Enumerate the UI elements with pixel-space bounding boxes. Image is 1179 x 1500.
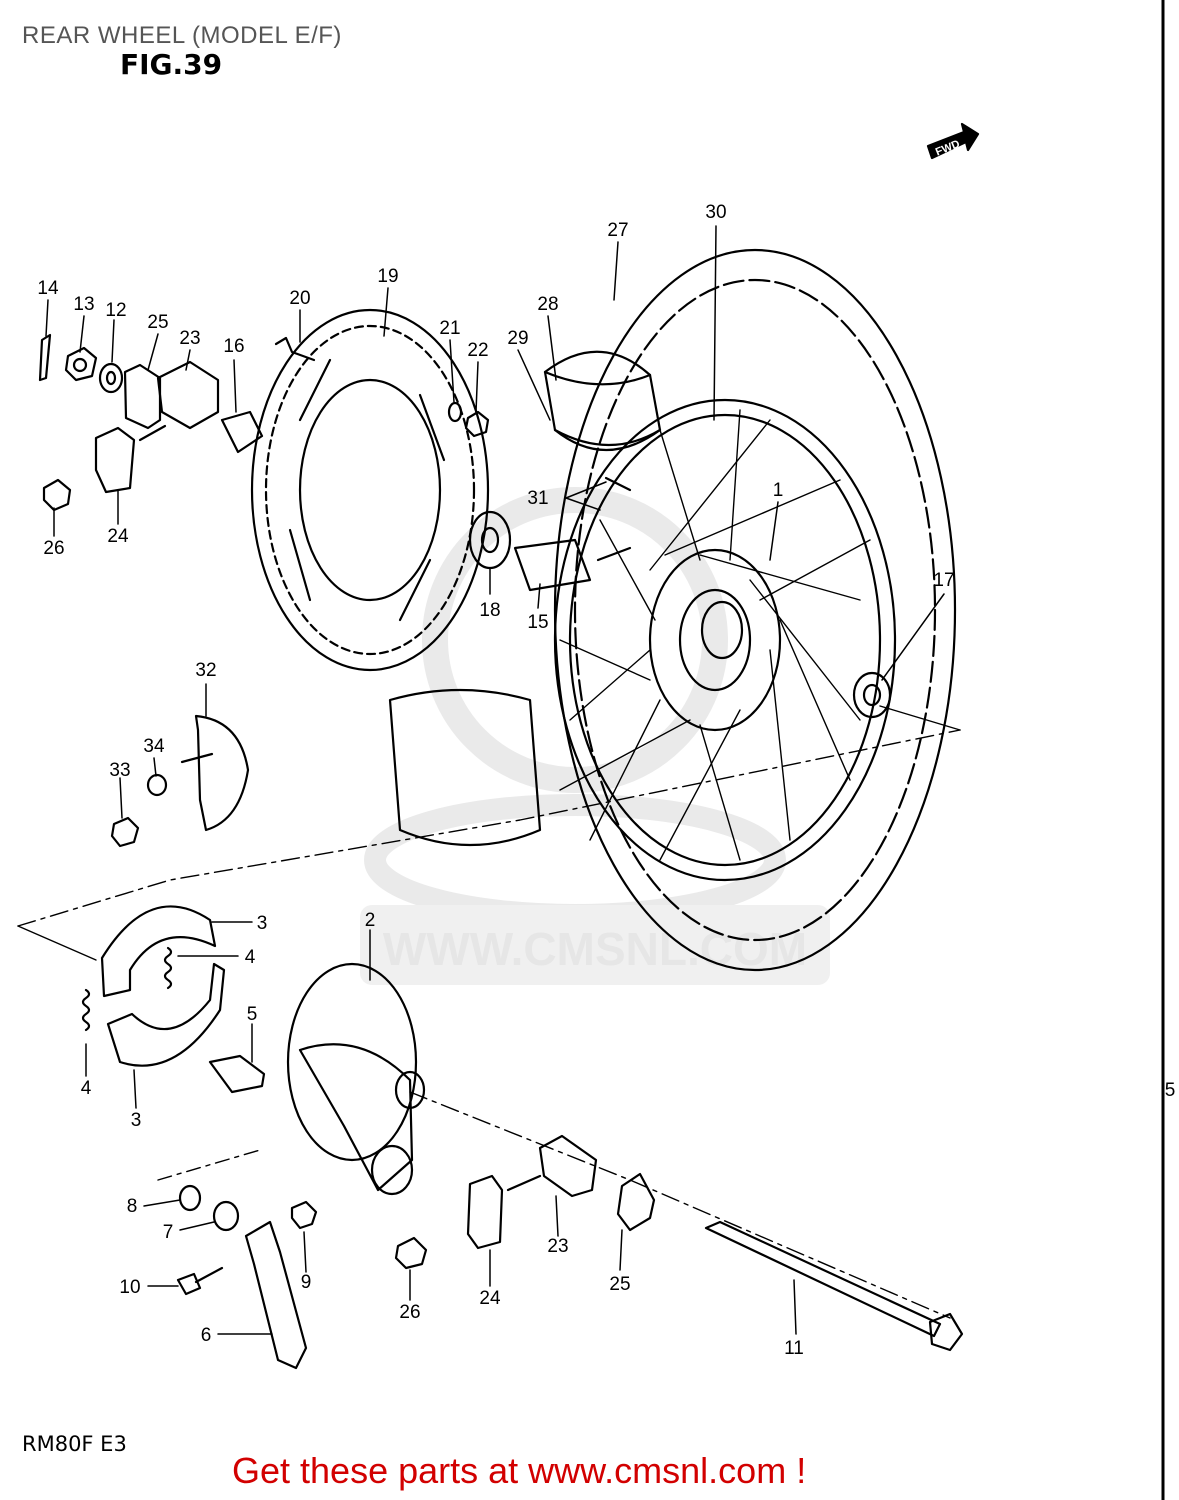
bearing-spacer (513, 538, 592, 592)
forward-arrow-icon: FWD (926, 122, 980, 160)
callout-24-lower: 24 (479, 1288, 501, 1309)
callout-22: 22 (467, 340, 488, 361)
callout-30: 30 (705, 202, 726, 223)
callout-4-upper: 4 (245, 947, 256, 968)
callout-32: 32 (195, 660, 216, 681)
callout-4-lower: 4 (81, 1078, 92, 1099)
brake-panel (286, 962, 426, 1196)
watermark-text: WWW.CMSNL.COM (383, 923, 807, 975)
callout-6: 6 (201, 1325, 212, 1346)
figure-label: FIG.39 (120, 48, 223, 81)
nut (42, 478, 72, 512)
callout-5: 5 (247, 1004, 258, 1025)
return-spring (163, 946, 173, 990)
torque-link (244, 1220, 308, 1370)
callout-20: 20 (289, 288, 310, 309)
seal (178, 1184, 202, 1212)
chain-adjuster-block (538, 1134, 598, 1198)
callout-12: 12 (105, 300, 126, 321)
pad-plate (466, 1174, 504, 1250)
callout-25-lower: 25 (609, 1274, 630, 1295)
axis-line (17, 729, 961, 927)
callout-19: 19 (377, 266, 398, 287)
brake-cam (208, 1054, 266, 1094)
callout-18: 18 (479, 600, 500, 621)
callout-23: 23 (179, 328, 200, 349)
promo-link[interactable]: Get these parts at www.cmsnl.com ! (232, 1450, 807, 1491)
callout-7: 7 (163, 1222, 174, 1243)
return-spring (81, 988, 91, 1032)
nut (290, 1200, 318, 1230)
inner-tube (388, 688, 542, 847)
cotter-pin (38, 333, 52, 382)
callout-2: 2 (365, 910, 376, 931)
brake-shoe-lower (106, 962, 226, 1067)
sprocket-bolt (274, 336, 316, 362)
rear-axle (704, 1220, 942, 1338)
callout-3-lower: 3 (131, 1110, 142, 1131)
callout-25: 25 (147, 312, 168, 333)
chain-adjuster-plate (616, 1172, 656, 1232)
rear-wheel (553, 248, 957, 972)
brake-shoe-upper (100, 905, 217, 998)
callout-28: 28 (537, 294, 558, 315)
callout-26-lower: 26 (399, 1302, 420, 1323)
washer (98, 362, 124, 394)
page-title: REAR WHEEL (MODEL E/F) (22, 22, 342, 49)
callout-26: 26 (43, 538, 64, 559)
brake-shield (194, 714, 250, 832)
washer (146, 773, 168, 797)
callout-11: 11 (784, 1338, 804, 1359)
callout-15: 15 (527, 612, 548, 633)
callout-10: 10 (119, 1277, 140, 1298)
callout-13: 13 (73, 294, 94, 315)
callout-23-lower: 23 (547, 1236, 568, 1257)
nut (110, 816, 140, 848)
callout-5-edge: 5 (1165, 1080, 1176, 1101)
callout-16: 16 (223, 336, 244, 357)
wheel-bearing-right (852, 671, 892, 719)
part-callouts: 14 13 12 25 23 16 20 19 21 22 26 24 27 3… (37, 202, 1175, 1359)
callout-33: 33 (109, 760, 130, 781)
callout-14: 14 (37, 278, 59, 299)
rear-sprocket (250, 308, 490, 672)
spacer (220, 410, 264, 454)
castle-nut (64, 346, 98, 382)
callout-1: 1 (773, 480, 784, 501)
callout-31: 31 (527, 488, 548, 509)
callout-27: 27 (607, 220, 628, 241)
nut (394, 1236, 428, 1270)
bolt (176, 1266, 224, 1296)
callout-3-upper: 3 (257, 913, 268, 934)
chain-adjuster-block (156, 360, 220, 430)
callout-17: 17 (933, 570, 954, 591)
callout-24: 24 (107, 526, 129, 547)
washer (212, 1200, 240, 1232)
callout-8: 8 (127, 1196, 138, 1217)
callout-9: 9 (301, 1272, 312, 1293)
chain-adjuster-plate (123, 363, 162, 430)
model-code: RM80F E3 (22, 1432, 127, 1456)
callout-21: 21 (439, 318, 460, 339)
sprocket-nut (464, 410, 490, 438)
callout-34: 34 (143, 736, 165, 757)
callout-29: 29 (507, 328, 528, 349)
pad-plate (94, 426, 136, 494)
